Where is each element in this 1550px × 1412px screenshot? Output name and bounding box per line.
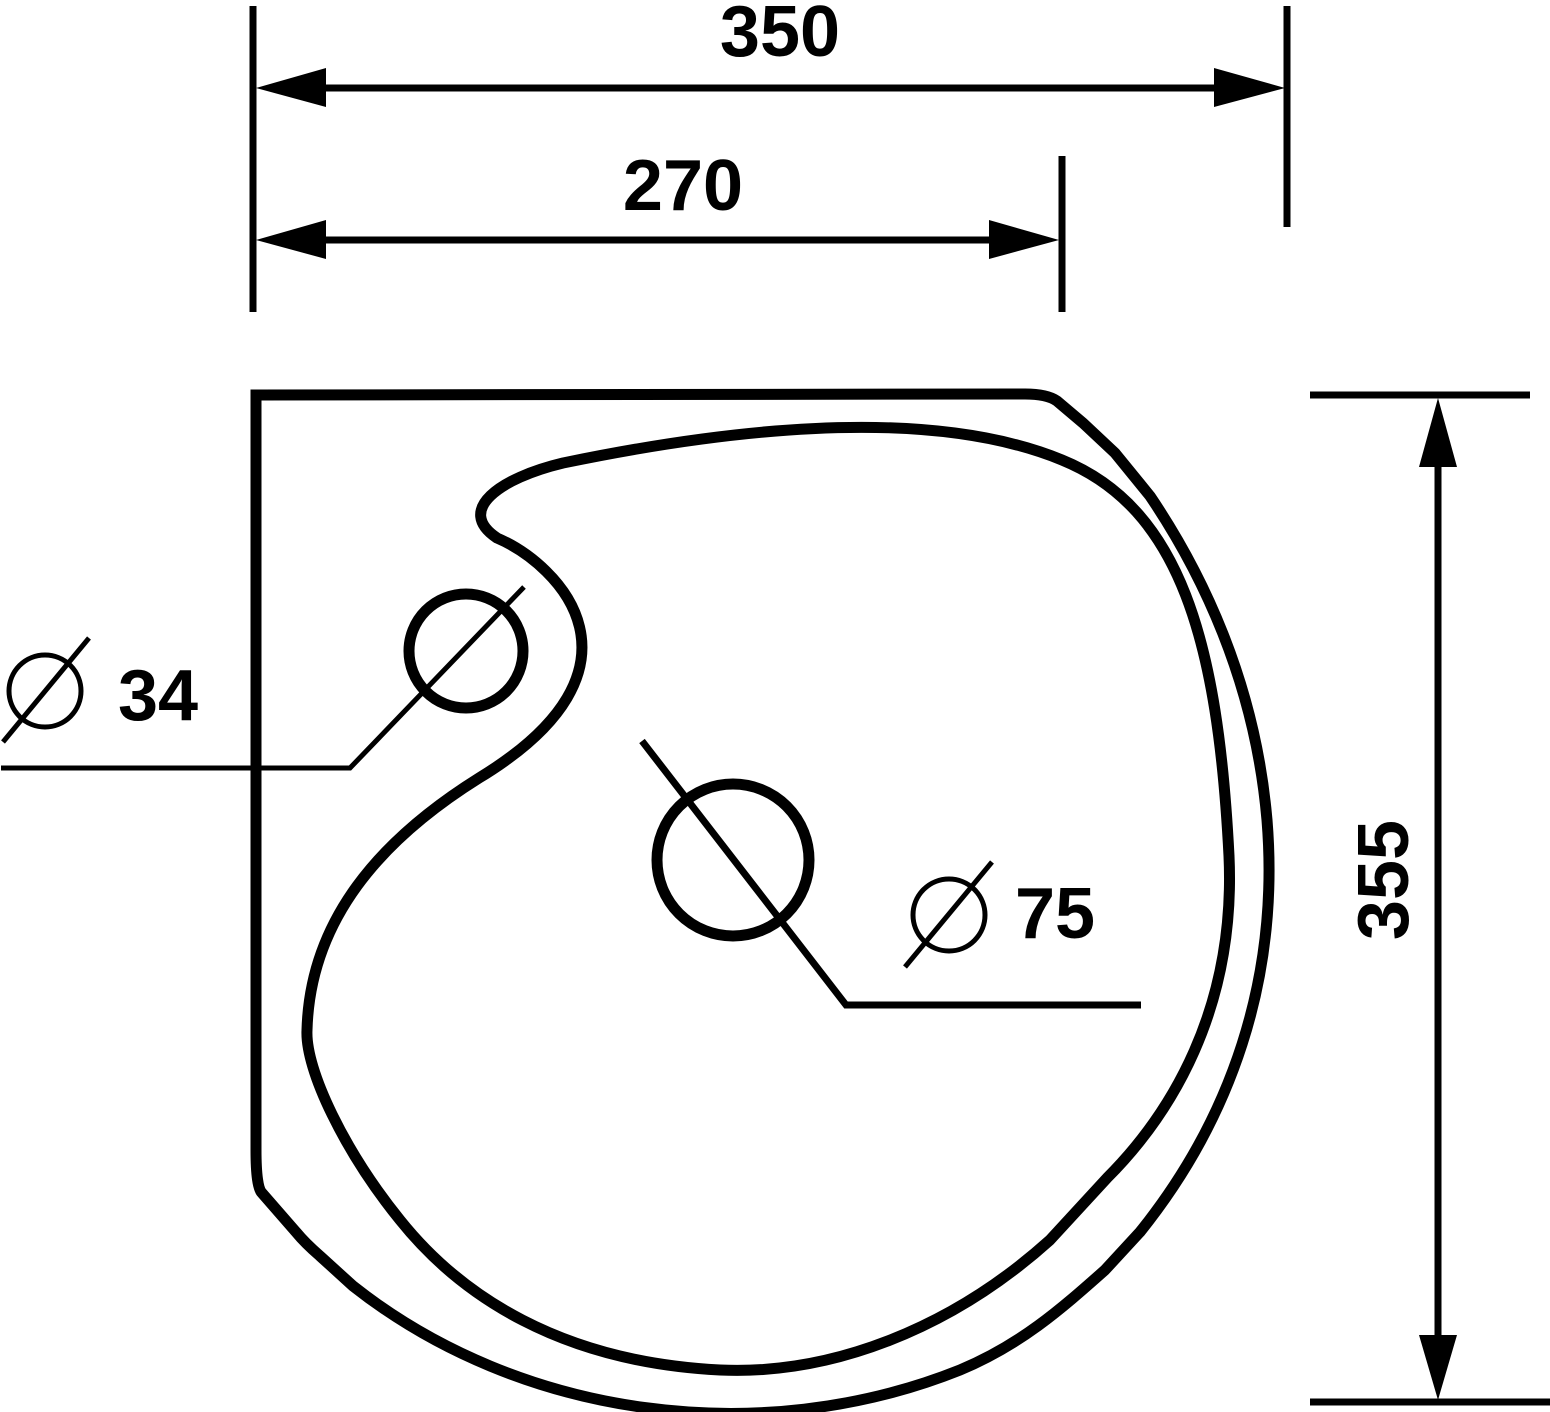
arrow-down-icon [1419,1335,1457,1400]
dimension-label-355: 355 [1344,820,1424,940]
drain-hole-circle [651,778,815,942]
dimension-label-270: 270 [623,146,743,226]
dimension-overall-width: 350 [249,0,1291,312]
arrow-right-icon [989,220,1059,259]
tap-hole-circle [403,588,529,714]
arrow-left-icon [256,68,326,107]
basin-inner-outline [301,421,1236,1376]
drain-hole: 75 [639,738,1141,1009]
diameter-symbol-slash [1,636,91,744]
sink-outer-outline [250,388,1275,1412]
arrow-left-icon [256,220,326,259]
tap-hole-size-label: 34 [118,656,198,736]
dimension-overall-depth: 355 [1310,391,1550,1406]
drain-hole-leader-line [639,738,1141,1009]
drain-hole-size-label: 75 [1015,874,1095,954]
arrow-up-icon [1419,398,1457,467]
diameter-symbol-slash [903,860,994,969]
dimension-label-350: 350 [720,0,840,72]
dimension-inner-width: 270 [256,146,1066,312]
diameter-symbol-icon [910,876,988,954]
tap-hole-leader-line [1,585,526,771]
tap-hole: 34 [1,585,529,771]
arrow-right-icon [1214,68,1285,107]
diameter-symbol-icon [6,652,84,730]
